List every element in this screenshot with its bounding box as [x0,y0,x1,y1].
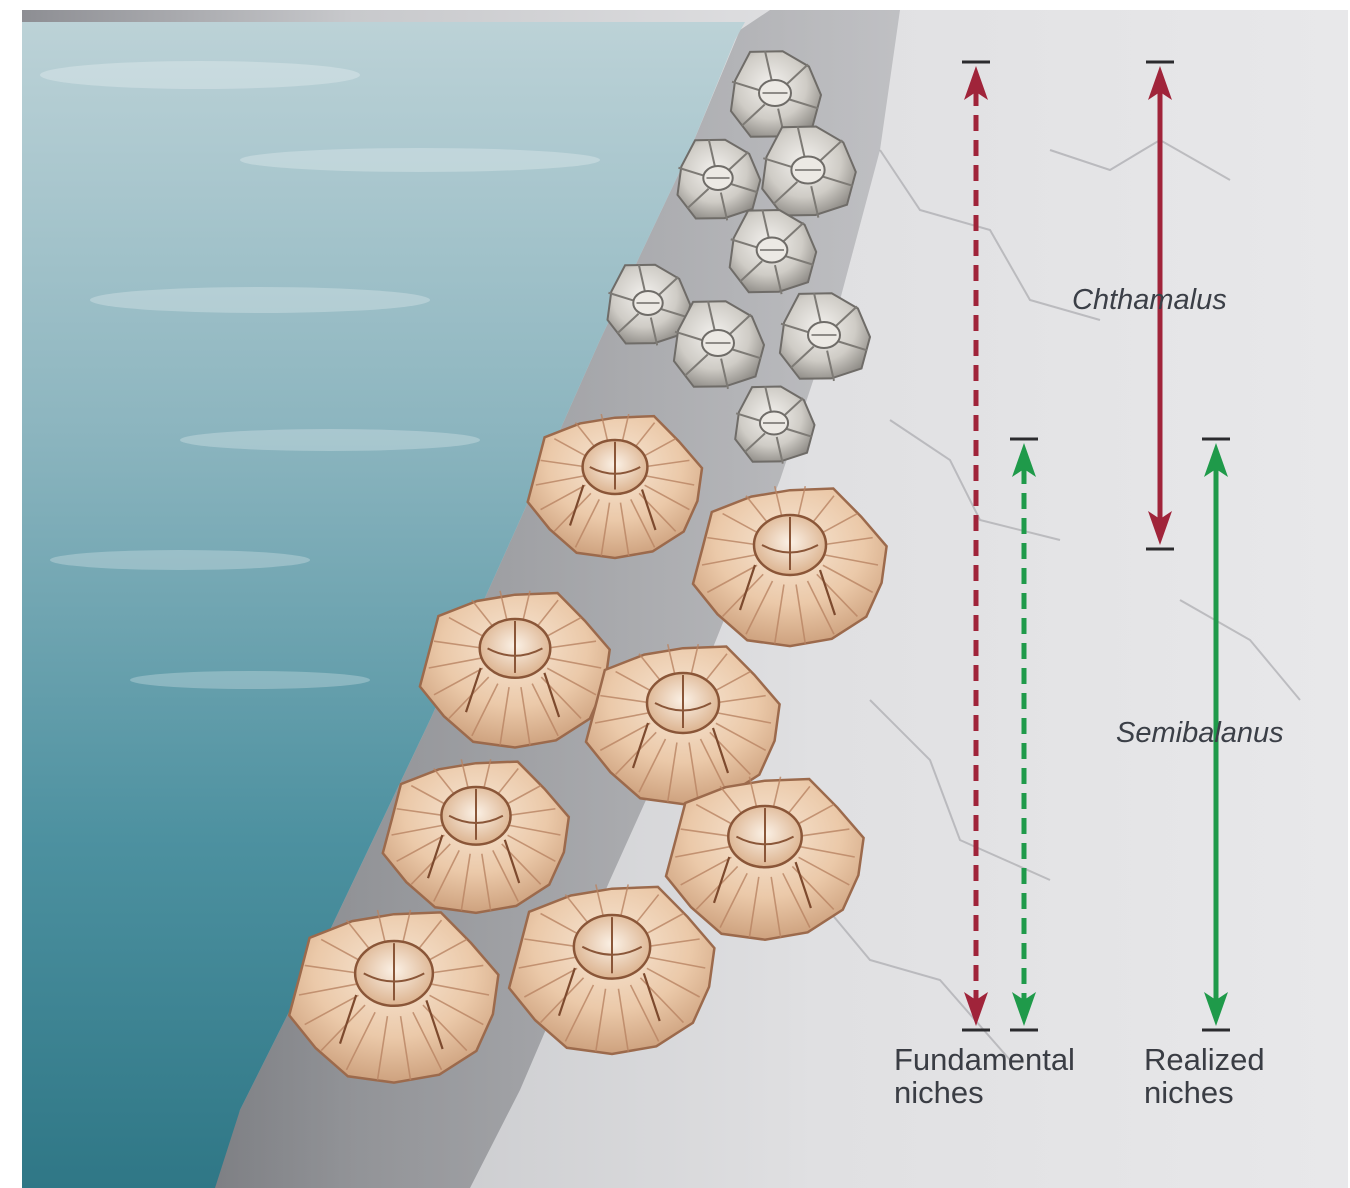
fundamental-line2: niches [894,1077,1075,1110]
fundamental-line1: Fundamental [894,1044,1075,1077]
chthamalus-barnacle [730,210,817,294]
fundamental-niches-label: Fundamental niches [894,1044,1075,1109]
chthamalus-barnacle [674,301,764,389]
chthamalus-barnacle [678,140,761,221]
realized-niches-label: Realized niches [1144,1044,1265,1109]
chthamalus-label: Chthamalus [1072,285,1227,315]
chthamalus-barnacle [780,293,870,381]
semibalanus-label: Semibalanus [1116,718,1284,748]
chthamalus-barnacle [735,386,814,463]
chthamalus-barnacle [762,126,856,217]
realized-line1: Realized [1144,1044,1265,1077]
realized-line2: niches [1144,1077,1265,1110]
